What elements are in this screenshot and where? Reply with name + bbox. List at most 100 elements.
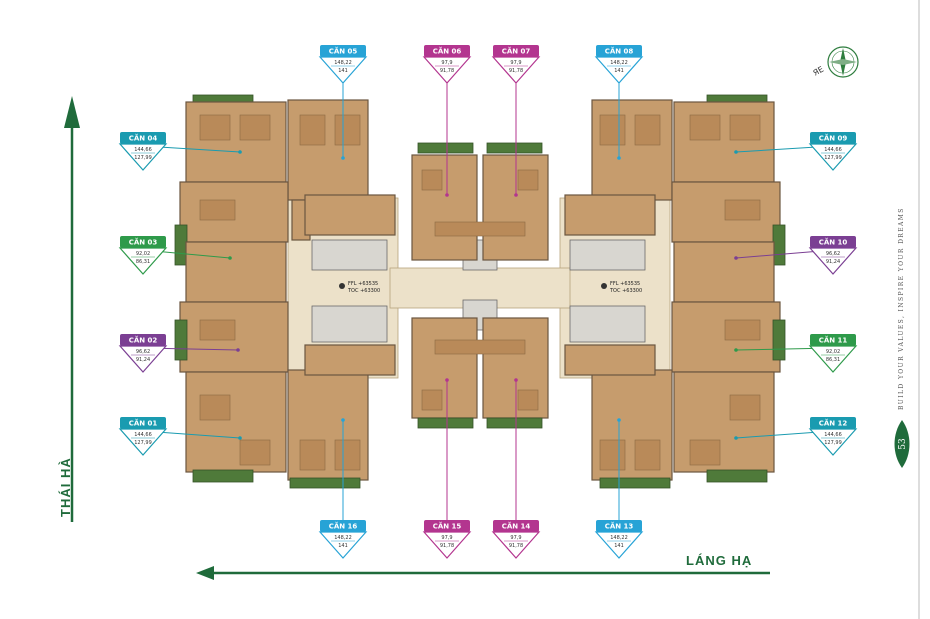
leader-dot bbox=[734, 348, 738, 352]
badge-diamond bbox=[808, 247, 858, 275]
unit-name: CĂN 15 bbox=[433, 522, 462, 531]
core-right-top bbox=[569, 239, 646, 271]
unit-area-1: 148,22 bbox=[610, 60, 628, 66]
unit-name: CĂN 02 bbox=[129, 336, 158, 345]
badge-diamond bbox=[491, 56, 541, 84]
unit-name: CĂN 04 bbox=[129, 134, 158, 143]
unit-name: CĂN 11 bbox=[819, 336, 848, 345]
badge-diamond bbox=[118, 345, 168, 373]
lang-ha-arrow-head bbox=[196, 566, 214, 580]
unit-area-2: 91,78 bbox=[440, 68, 454, 74]
leader-dot bbox=[514, 193, 518, 197]
unit-area-2: 141 bbox=[614, 68, 624, 74]
street-lang-ha-label: LÁNG HẠ bbox=[686, 553, 752, 568]
unit-name: CĂN 08 bbox=[605, 47, 634, 56]
badge-header bbox=[810, 417, 856, 429]
leader-dot bbox=[617, 156, 621, 160]
leaf-icon: 53 bbox=[894, 420, 910, 468]
unit-name: CĂN 14 bbox=[502, 522, 531, 531]
badge-diamond bbox=[594, 531, 644, 559]
badge-header bbox=[120, 334, 166, 346]
unit-area-1: 148,22 bbox=[610, 535, 628, 541]
badge-header bbox=[120, 417, 166, 429]
leader-dot bbox=[238, 150, 242, 154]
slogan-text: BUILD YOUR VALUES, INSPIRE YOUR DREAMS bbox=[898, 207, 905, 410]
badge-header bbox=[424, 45, 470, 57]
core-right-bottom bbox=[569, 305, 646, 343]
unit-area-1: 96,62 bbox=[136, 349, 150, 355]
unit-label-07: CĂN 07 97,9 91,78 bbox=[491, 45, 541, 197]
badge-header bbox=[120, 132, 166, 144]
leader-dot bbox=[341, 156, 345, 160]
unit-area-2: 141 bbox=[338, 68, 348, 74]
core-left-bottom bbox=[311, 305, 388, 343]
compass-icon: ЯЕ bbox=[812, 46, 859, 78]
thai-ha-arrow-head bbox=[64, 96, 80, 128]
leader-dot bbox=[734, 436, 738, 440]
badge-header bbox=[424, 520, 470, 532]
badge-header bbox=[810, 236, 856, 248]
unit-name: CĂN 07 bbox=[502, 47, 531, 56]
badge-header bbox=[810, 132, 856, 144]
badge-diamond bbox=[118, 143, 168, 171]
badge-diamond bbox=[318, 531, 368, 559]
unit-area-1: 148,22 bbox=[334, 60, 352, 66]
badge-header bbox=[596, 45, 642, 57]
leader-dot bbox=[228, 256, 232, 260]
level-right-toc: TOC +63300 bbox=[609, 288, 642, 294]
badge-header bbox=[120, 236, 166, 248]
unit-area-2: 127,99 bbox=[824, 440, 842, 446]
unit-name: CĂN 09 bbox=[819, 134, 848, 143]
unit-area-2: 141 bbox=[614, 543, 624, 549]
unit-area-2: 91,78 bbox=[509, 68, 523, 74]
unit-area-2: 127,99 bbox=[134, 155, 152, 161]
unit-name: CĂN 06 bbox=[433, 47, 462, 56]
street-thai-ha-label: THÁI HÀ bbox=[58, 457, 73, 517]
unit-label-13: CĂN 13 148,22 141 bbox=[594, 418, 644, 559]
level-left-ffl: FFL +63535 bbox=[348, 281, 378, 287]
unit-label-16: CĂN 16 148,22 141 bbox=[318, 418, 368, 559]
left-wing bbox=[174, 94, 396, 489]
unit-name: CĂN 16 bbox=[329, 522, 358, 531]
badge-header bbox=[320, 520, 366, 532]
level-marker-left: FFL +63535 TOC +63300 bbox=[339, 281, 380, 294]
unit-area-2: 86,31 bbox=[826, 357, 840, 363]
leader-dot bbox=[445, 193, 449, 197]
unit-area-1: 92,02 bbox=[826, 349, 840, 355]
unit-name: CĂN 01 bbox=[129, 419, 158, 428]
unit-area-2: 141 bbox=[338, 543, 348, 549]
unit-area-1: 144,66 bbox=[134, 432, 152, 438]
badge-diamond bbox=[808, 345, 858, 373]
badge-header bbox=[596, 520, 642, 532]
svg-text:ЯЕ: ЯЕ bbox=[812, 65, 826, 78]
right-wing bbox=[564, 94, 786, 489]
level-right-ffl: FFL +63535 bbox=[610, 281, 640, 287]
leader-dot bbox=[341, 418, 345, 422]
unit-name: CĂN 13 bbox=[605, 522, 634, 531]
unit-area-1: 97,9 bbox=[510, 60, 521, 66]
unit-name: CĂN 03 bbox=[129, 238, 158, 247]
unit-area-1: 97,9 bbox=[441, 535, 452, 541]
unit-area-2: 91,78 bbox=[509, 543, 523, 549]
street-lang-ha: LÁNG HẠ bbox=[196, 553, 770, 580]
badge-diamond bbox=[808, 143, 858, 171]
badge-diamond bbox=[118, 247, 168, 275]
core-left-top bbox=[311, 239, 388, 271]
unit-name: CĂN 05 bbox=[329, 47, 358, 56]
unit-area-2: 91,24 bbox=[826, 259, 840, 265]
badge-header bbox=[493, 45, 539, 57]
unit-area-1: 148,22 bbox=[334, 535, 352, 541]
unit-label-08: CĂN 08 148,22 141 bbox=[594, 45, 644, 160]
unit-label-11: CĂN 11 92,02 86,31 bbox=[734, 334, 858, 373]
unit-area-1: 92,02 bbox=[136, 251, 150, 257]
leader-dot bbox=[734, 150, 738, 154]
